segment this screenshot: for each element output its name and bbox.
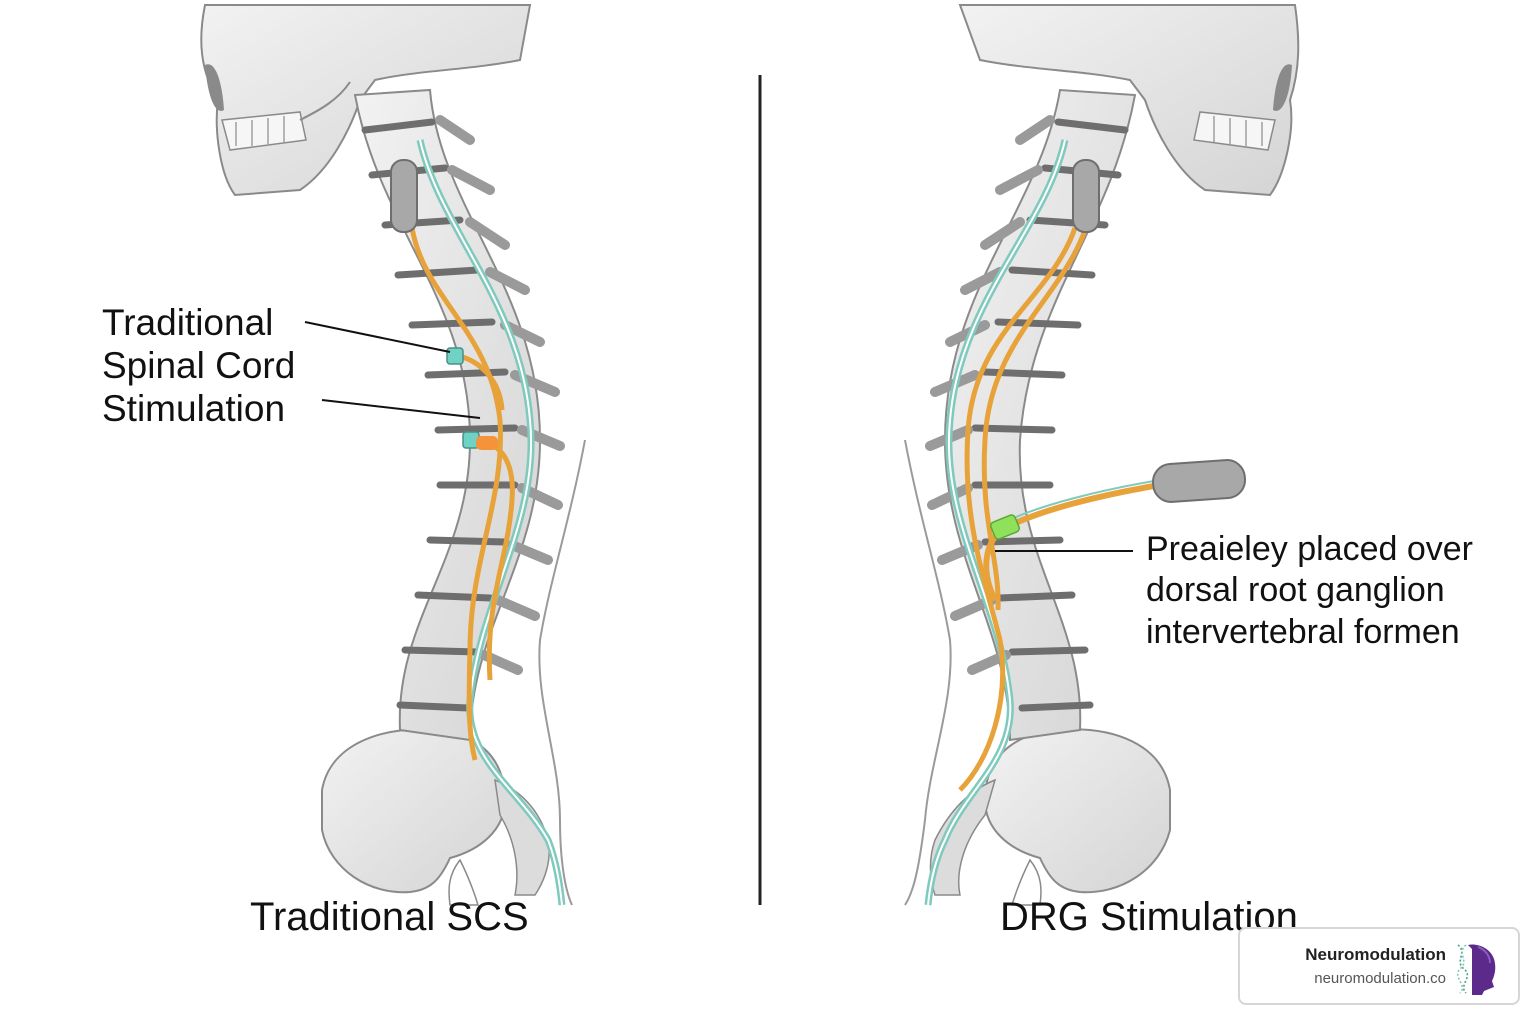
dna-head-icon: [1456, 944, 1496, 995]
right-generator-large: [1151, 459, 1247, 503]
right-generator-small: [1072, 159, 1100, 233]
brand-watermark[interactable]: Neuromodulation neuromodulation.co: [1238, 927, 1520, 1005]
left-anatomy: [200, 4, 586, 906]
right-anatomy: [904, 4, 1300, 906]
right-vertebrae: [925, 88, 1137, 742]
left-contact-orange: [476, 436, 498, 450]
left-skull: [200, 4, 532, 197]
drg-marker: [990, 514, 1020, 540]
left-body-outline: [538, 439, 586, 906]
left-panel-caption: Traditional SCS: [250, 895, 529, 939]
left-contact-teal: [446, 347, 464, 365]
left-pointer-line-1: [304, 321, 451, 353]
right-pelvis: [929, 728, 1171, 906]
left-callout-label: Traditional Spinal Cord Stimulation: [102, 302, 296, 429]
right-skull: [958, 4, 1300, 197]
left-pointer-line-2: [321, 399, 481, 419]
right-body-outline: [904, 439, 952, 906]
brand-name: Neuromodulation: [1305, 945, 1446, 964]
brand-url: neuromodulation.co: [1314, 970, 1446, 987]
left-pelvis: [321, 728, 550, 906]
left-generator: [390, 159, 418, 233]
right-callout-label: Preaieley placed over dorsal root gangli…: [1146, 530, 1473, 651]
